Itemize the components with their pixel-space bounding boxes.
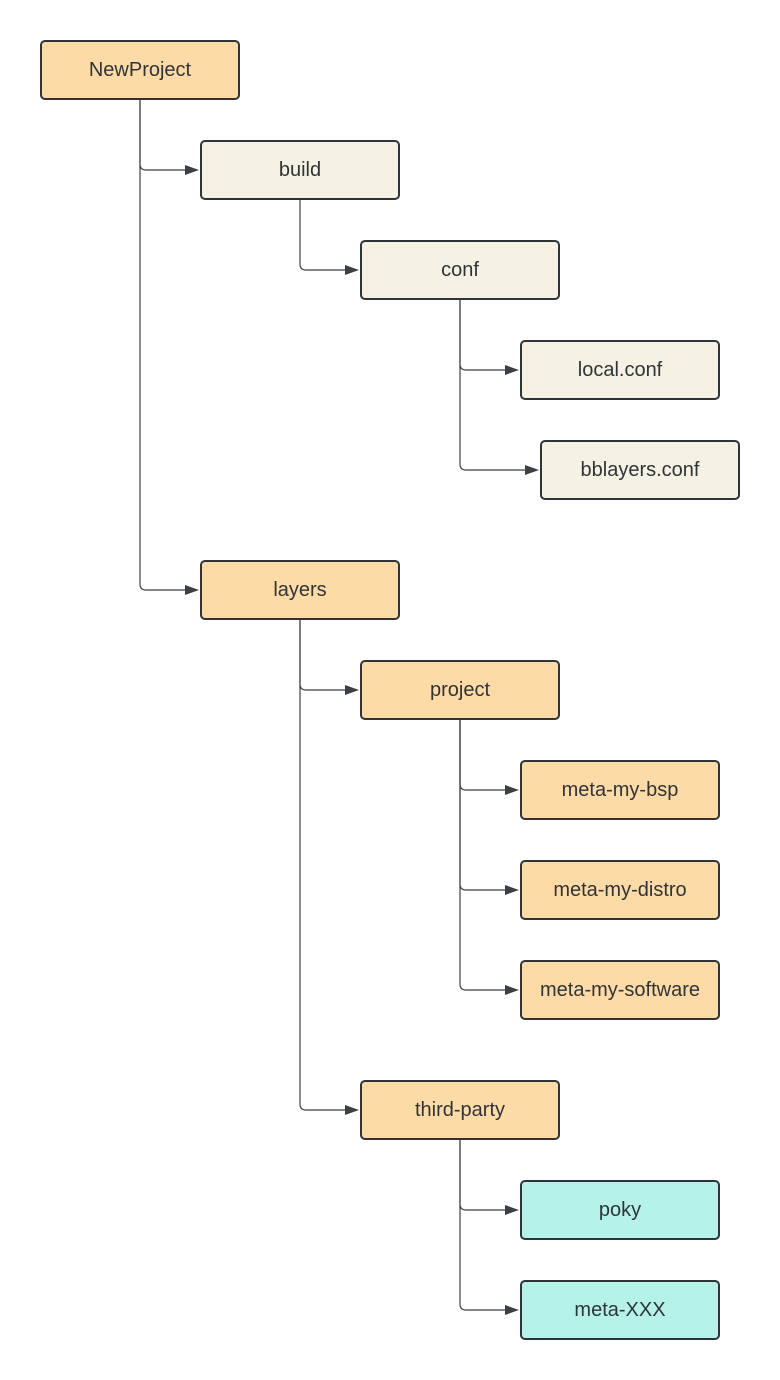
arrowhead — [345, 265, 359, 275]
arrowhead — [505, 985, 519, 995]
arrowhead — [345, 1105, 359, 1115]
arrowhead — [185, 585, 199, 595]
node-label: bblayers.conf — [580, 458, 700, 481]
node-third-party[interactable]: third-party — [360, 1080, 560, 1140]
connector-layers-project — [299, 620, 359, 695]
connector-layers-third_party — [299, 620, 359, 1115]
node-label: meta-my-distro — [553, 878, 687, 901]
node-layers[interactable]: layers — [200, 560, 400, 620]
connector-project-meta_my_bsp — [459, 720, 519, 795]
node-label: NewProject — [88, 58, 192, 81]
node-bblayers-conf[interactable]: bblayers.conf — [540, 440, 740, 500]
node-meta-xxx[interactable]: meta-XXX — [520, 1280, 720, 1340]
connector-third_party-meta_xxx — [459, 1140, 519, 1315]
node-project[interactable]: project — [360, 660, 560, 720]
node-label: poky — [598, 1198, 642, 1221]
arrowhead — [525, 465, 539, 475]
node-label: layers — [273, 578, 327, 601]
arrowhead — [505, 785, 519, 795]
connector-build-conf — [299, 200, 359, 275]
node-label: third-party — [414, 1098, 506, 1121]
connector-third_party-poky — [459, 1140, 519, 1215]
node-label: meta-XXX — [574, 1298, 666, 1321]
arrowhead — [185, 165, 199, 175]
node-label: build — [278, 158, 322, 181]
node-label: conf — [441, 258, 479, 281]
node-newproject[interactable]: NewProject — [40, 40, 240, 100]
connector-project-meta_my_distro — [459, 720, 519, 895]
node-poky[interactable]: poky — [520, 1180, 720, 1240]
node-label: meta-my-software — [539, 978, 701, 1001]
node-conf[interactable]: conf — [360, 240, 560, 300]
node-label: project — [429, 678, 491, 701]
node-meta-my-distro[interactable]: meta-my-distro — [520, 860, 720, 920]
node-meta-my-bsp[interactable]: meta-my-bsp — [520, 760, 720, 820]
connector-conf-local_conf — [459, 300, 519, 375]
node-meta-my-software[interactable]: meta-my-software — [520, 960, 720, 1020]
node-local-conf[interactable]: local.conf — [520, 340, 720, 400]
arrowhead — [345, 685, 359, 695]
connector-project-meta_my_software — [459, 720, 519, 995]
arrowhead — [505, 1305, 519, 1315]
connector-newproject-build — [139, 100, 199, 175]
arrowhead — [505, 1205, 519, 1215]
node-label: meta-my-bsp — [561, 778, 679, 801]
arrowhead — [505, 885, 519, 895]
node-build[interactable]: build — [200, 140, 400, 200]
connector-newproject-layers — [139, 100, 199, 595]
arrowhead — [505, 365, 519, 375]
connector-conf-bblayers_conf — [459, 300, 539, 475]
node-label: local.conf — [577, 358, 663, 381]
